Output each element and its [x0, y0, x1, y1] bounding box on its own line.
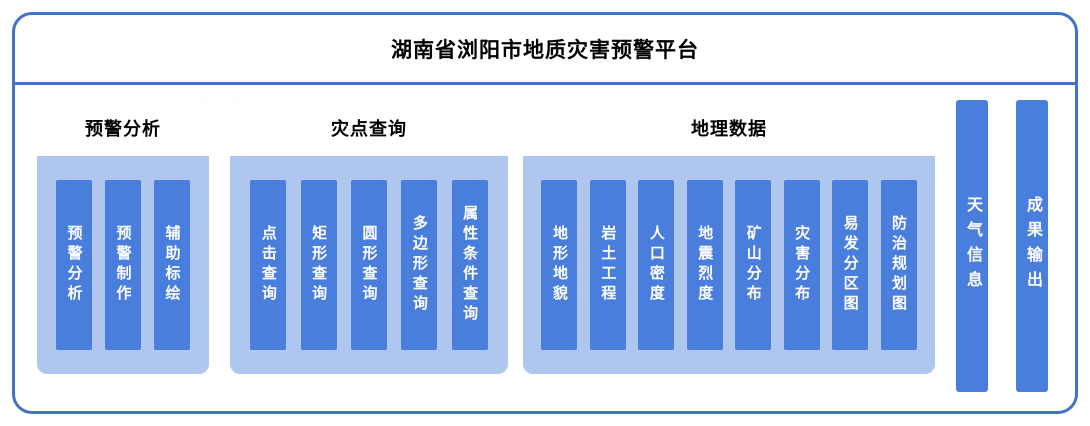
rectangle-query-bar: 矩形查询 [300, 180, 337, 350]
platform-frame: 湖南省浏阳市地质灾害预警平台 预警分析 预警分析 预警制作 辅助标绘 灾点查询 … [12, 12, 1078, 414]
group-disaster-point-query: 灾点查询 点击查询 矩形查询 圆形查询 多边形查询 属性条件查询 [230, 100, 508, 374]
group-title-warning-analysis: 预警分析 [85, 119, 161, 139]
group-body-disaster-point-query: 点击查询 矩形查询 圆形查询 多边形查询 属性条件查询 [230, 156, 508, 374]
group-warning-analysis: 预警分析 预警分析 预警制作 辅助标绘 [37, 100, 209, 374]
seismic-intensity-bar: 地震烈度 [686, 180, 723, 350]
click-query-bar: 点击查询 [250, 180, 287, 350]
mine-distribution-bar: 矿山分布 [735, 180, 772, 350]
auxiliary-plotting-bar: 辅助标绘 [154, 180, 190, 350]
group-title-disaster-point-query: 灾点查询 [331, 119, 407, 139]
content-area: 预警分析 预警分析 预警制作 辅助标绘 灾点查询 点击查询 矩形查询 圆形查询 … [15, 85, 1075, 411]
results-output-bar: 成果输出 [1016, 100, 1048, 392]
group-header: 地理数据 [523, 100, 935, 156]
group-header: 预警分析 [37, 100, 209, 156]
group-geographic-data: 地理数据 地形地貌 岩土工程 人口密度 地震烈度 矿山分布 灾害分布 易发分区图… [523, 100, 935, 374]
title-bar: 湖南省浏阳市地质灾害预警平台 [15, 15, 1075, 85]
circle-query-bar: 圆形查询 [350, 180, 387, 350]
group-body-warning-analysis: 预警分析 预警制作 辅助标绘 [37, 156, 209, 374]
warning-production-bar: 预警制作 [105, 180, 141, 350]
group-body-geographic-data: 地形地貌 岩土工程 人口密度 地震烈度 矿山分布 灾害分布 易发分区图 防治规划… [523, 156, 935, 374]
weather-info-bar: 天气信息 [956, 100, 988, 392]
susceptibility-zoning-map-bar: 易发分区图 [832, 180, 869, 350]
terrain-landform-bar: 地形地貌 [541, 180, 578, 350]
page-title: 湖南省浏阳市地质灾害预警平台 [391, 38, 699, 62]
group-header: 灾点查询 [230, 100, 508, 156]
polygon-query-bar: 多边形查询 [401, 180, 438, 350]
attribute-condition-query-bar: 属性条件查询 [451, 180, 488, 350]
group-title-geographic-data: 地理数据 [691, 119, 767, 139]
warning-analysis-bar: 预警分析 [56, 180, 92, 350]
disaster-distribution-bar: 灾害分布 [783, 180, 820, 350]
prevention-planning-map-bar: 防治规划图 [880, 180, 917, 350]
geotechnical-engineering-bar: 岩土工程 [589, 180, 626, 350]
population-density-bar: 人口密度 [638, 180, 675, 350]
